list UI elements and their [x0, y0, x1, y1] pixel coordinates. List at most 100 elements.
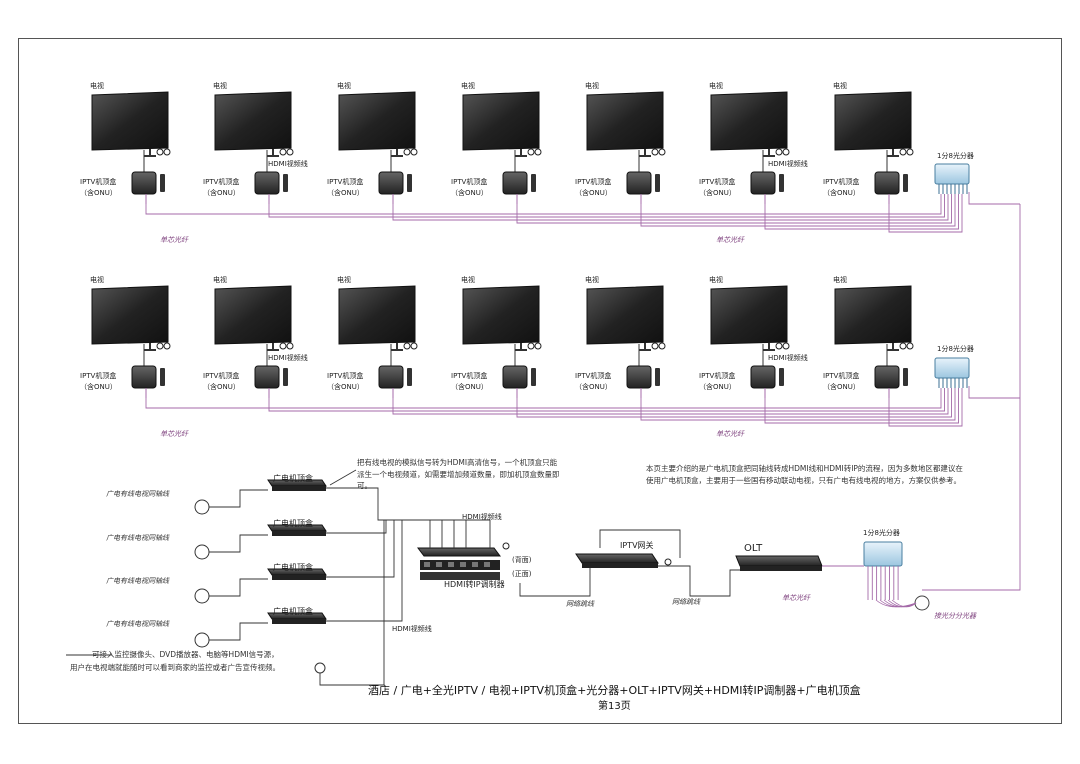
eyewear-icon	[782, 342, 790, 350]
hdmi-label-source: HDMI视频线	[392, 625, 432, 633]
tv-screen	[91, 91, 169, 151]
remote-control	[283, 368, 288, 386]
modulator-front-label: (正面)	[512, 570, 532, 578]
cable-stb	[194, 519, 443, 560]
fiber-run	[392, 388, 949, 415]
stb-box	[378, 171, 404, 195]
splitter-device	[934, 163, 970, 194]
stb-label: IPTV机顶盒	[823, 372, 860, 380]
fiber-loop	[887, 599, 917, 608]
tv-label: 电视	[213, 276, 227, 284]
remote-control	[407, 174, 412, 192]
stb-sub-label: （含ONU）	[575, 189, 612, 197]
fiber-run	[268, 388, 945, 412]
eyewear-icon	[527, 342, 535, 350]
tv-label: 电视	[213, 82, 227, 90]
cable-box-note: 把有线电视的模拟信号转为HDMI高清信号，一个机顶盒只能派生一个电视频道，如需要…	[357, 458, 560, 491]
splitter-label-top: 1分8光分器	[937, 152, 974, 160]
eyewear-icon	[527, 148, 535, 156]
tv-label: 电视	[461, 82, 475, 90]
remote-control	[655, 368, 660, 386]
tv-base	[267, 349, 279, 351]
tv-label: 电视	[90, 82, 104, 90]
eyewear-icon	[651, 342, 659, 350]
note-pointer	[329, 469, 357, 486]
tv-label: 电视	[337, 82, 351, 90]
modulator-back-label: (背面)	[512, 556, 532, 564]
main-splitter	[863, 541, 930, 611]
eyewear-icon	[906, 342, 914, 350]
coax-outlet-icon	[194, 544, 210, 560]
coax-outlet-icon	[194, 499, 210, 515]
tv-screen	[586, 91, 664, 151]
eyewear-icon	[658, 342, 666, 350]
eyewear-icon	[664, 558, 672, 566]
hdmi-source-icon	[314, 662, 326, 674]
stb-sub-label: （含ONU）	[823, 189, 860, 197]
tv-label: 电视	[585, 82, 599, 90]
stb-box	[750, 171, 776, 195]
stb-box	[626, 365, 652, 389]
cable-stb	[194, 479, 431, 548]
fiber-run	[888, 388, 963, 427]
coax-cable	[209, 578, 268, 597]
remote-control	[283, 174, 288, 192]
ethernet-label-2: 网络跳线	[672, 598, 700, 606]
tv-unit	[710, 91, 790, 204]
eyewear-icon	[534, 148, 542, 156]
coax-cable	[209, 489, 268, 508]
stb-box	[502, 365, 528, 389]
stb-label: IPTV机顶盒	[203, 372, 240, 380]
fiber-run	[764, 194, 959, 230]
hdmi-port	[448, 562, 454, 567]
eyewear-icon	[286, 148, 294, 156]
tv-rows	[91, 91, 970, 398]
stb-sub-label: （含ONU）	[203, 383, 240, 391]
hdmi-cable	[326, 519, 467, 622]
eyewear-icon	[410, 342, 418, 350]
stb-label: IPTV机顶盒	[699, 372, 736, 380]
ethernet-cable	[599, 529, 681, 558]
hdmi-source-cable	[319, 519, 491, 686]
eyewear-icon	[279, 342, 287, 350]
coax-cable	[209, 534, 268, 553]
stb-sub-label: （含ONU）	[451, 189, 488, 197]
hdmi-label-2: HDMI视频线	[768, 160, 808, 168]
hdmi-cable	[326, 487, 431, 548]
tv-base	[144, 349, 156, 351]
remote-control	[531, 174, 536, 192]
eyewear-icon	[658, 148, 666, 156]
tv-label: 电视	[709, 276, 723, 284]
footer-title: 酒店 / 广电+全光IPTV / 电视+IPTV机顶盒+光分器+OLT+IPTV…	[368, 684, 861, 697]
tv-label: 电视	[833, 82, 847, 90]
stb-sub-label: （含ONU）	[451, 383, 488, 391]
source-note-2: 用户在电视端就能随时可以看到商家的监控或者广告宣传视频。	[70, 663, 280, 672]
remote-control	[655, 174, 660, 192]
stb-label: IPTV机顶盒	[451, 178, 488, 186]
hdmi-port	[424, 562, 430, 567]
coax-cable	[209, 622, 268, 641]
tv-base	[391, 155, 403, 157]
coax-label-1: 广电有线电视同轴线	[106, 490, 169, 498]
hdmi-port	[436, 562, 442, 567]
fiber-label-1: 单芯光纤	[160, 236, 188, 244]
stb-box	[378, 365, 404, 389]
cable-box-label-3: 广电机顶盒	[273, 563, 313, 572]
tv-base	[515, 155, 527, 157]
stb-sub-label: （含ONU）	[327, 189, 364, 197]
stb-box	[874, 171, 900, 195]
eyewear-icon	[906, 148, 914, 156]
olt-device	[735, 555, 864, 571]
eyewear-icon	[899, 148, 907, 156]
hdmi-port	[472, 562, 478, 567]
tv-unit	[338, 285, 418, 398]
bottom-section	[66, 469, 930, 686]
remote-control	[407, 368, 412, 386]
stb-label: IPTV机顶盒	[203, 178, 240, 186]
fiber-run	[764, 388, 959, 424]
remote-control	[779, 368, 784, 386]
cable-box-label-4: 广电机顶盒	[273, 607, 313, 616]
hdmi-label-4: HDMI视频线	[768, 354, 808, 362]
tv-unit	[91, 285, 171, 398]
